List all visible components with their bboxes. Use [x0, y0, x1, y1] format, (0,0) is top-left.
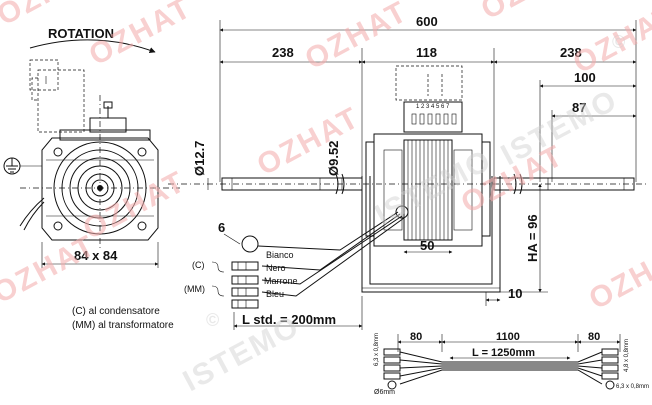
diameter-small: Ø9.52 [326, 141, 341, 176]
watermark-brand-8: OZHAT [456, 139, 570, 220]
harness-right-terminals [601, 348, 619, 390]
rotation-label: ROTATION [48, 26, 114, 41]
shaft-break-left [335, 173, 345, 195]
wire-nero [261, 213, 401, 271]
wire-label-bianco: Bianco [266, 250, 294, 260]
group-c-label: (C) [192, 260, 205, 270]
term-ring-spec: Ø6mm [374, 389, 395, 396]
note-capacitor: (C) al condensatore [72, 306, 160, 317]
motor-housing-front [41, 137, 159, 241]
harness-end-left: 80 [410, 331, 422, 343]
wire-label-bleu: Bleu [266, 289, 284, 299]
diameter-large: Ø12.7 [192, 141, 207, 176]
harness-detail: 80 1100 80 L = 1250mm 6,3 x 0,8mm Ø6mm [374, 331, 649, 396]
cable-marker: 6 [218, 220, 225, 235]
watermark-copyright-1: © [612, 32, 627, 52]
motor-body-length: 118 [416, 45, 437, 60]
terminal-box [395, 65, 463, 101]
watermark-brand-3: OZHAT [300, 0, 414, 76]
side-view: 600 238 118 238 100 87 Ø12.7 Ø9.52 [168, 14, 648, 306]
wire-bianco [257, 211, 399, 251]
cable-length: L std. = 200mm [242, 312, 336, 327]
rotation-arrow-icon [29, 39, 156, 53]
face-dimension: 84 x 84 [74, 248, 118, 263]
right-shaft [493, 177, 635, 191]
wire-connectors [231, 261, 259, 309]
term-right-bottom-spec: 6,3 x 0,8mm [616, 384, 649, 390]
shaft-height: HA = 96 [525, 214, 540, 262]
core-laminations [407, 140, 449, 240]
mounting-bracket [361, 176, 501, 293]
harness-end-right: 80 [588, 331, 600, 343]
foot-offset: 10 [508, 286, 522, 301]
watermark-brand-10: OZHAT [584, 235, 652, 316]
term-left-spec: 6,3 x 0,8mm [374, 333, 380, 366]
watermark-brand-4: OZHAT [476, 0, 590, 26]
ground-icon [3, 157, 42, 175]
term-right-top-spec: 4,8 x 0,8mm [624, 339, 630, 372]
watermark-grey-2: ISTEMO [370, 143, 498, 232]
overall-length: 600 [416, 14, 438, 29]
terminal-pins [411, 113, 457, 125]
harness-left-terminals [383, 348, 401, 390]
wire-label-marrone: Marrone [264, 276, 298, 286]
watermark-brand-5: OZHAT [568, 0, 652, 80]
wire-bleu [261, 217, 405, 297]
cable-gland [241, 235, 259, 253]
right-shaft-length: 238 [560, 45, 582, 60]
dim-100: 100 [574, 70, 596, 85]
harness-middle: 1100 [496, 331, 520, 343]
motor-cable-entry [395, 205, 409, 219]
front-view: ROTATION [3, 26, 180, 268]
wire-label-nero: Nero [266, 263, 286, 273]
core-width: 50 [420, 238, 434, 253]
watermark-brand-7: OZHAT [252, 101, 366, 182]
watermark-grey-3: ISTEMO [496, 83, 624, 172]
wire-marrone [261, 215, 403, 285]
harness-total-length: L = 1250mm [472, 347, 535, 359]
watermark-brand-6: OZHAT [0, 229, 101, 310]
shaft-break-right [513, 173, 523, 195]
capacitor-outline [37, 69, 85, 133]
note-transformer: (MM) al transformatore [72, 320, 174, 331]
group-mm-label: (MM) [184, 284, 205, 294]
left-shaft-length: 238 [272, 45, 294, 60]
watermark-copyright-2: © [206, 310, 221, 330]
dim-87: 87 [572, 100, 586, 115]
terminal-numbers: 1 2 3 4 5 6 7 [416, 104, 450, 110]
wiring-diagram: 6 Bianco Nero Marrone Bleu (C) (MM) (C) … [72, 205, 409, 331]
